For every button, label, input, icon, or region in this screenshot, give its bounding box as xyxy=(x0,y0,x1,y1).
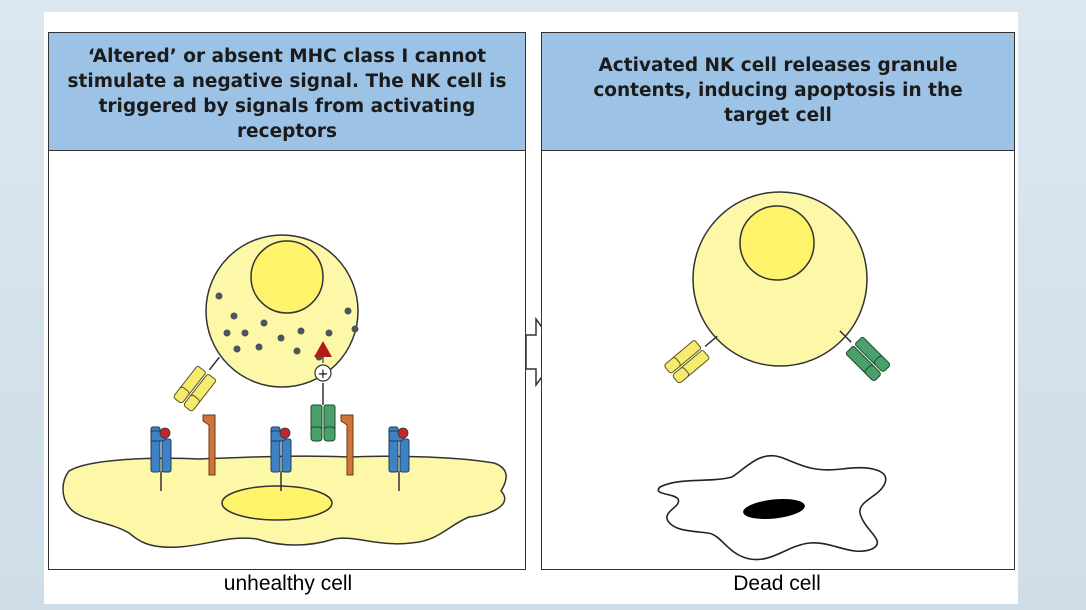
right-panel-header: Activated NK cell releases granule conte… xyxy=(542,33,1014,151)
mhc-receptor xyxy=(388,426,410,491)
left-panel-illustration: + xyxy=(62,234,507,549)
dead-cell-nucleus xyxy=(743,499,805,519)
left-panel: ‘Altered’ or absent MHC class I cannot s… xyxy=(48,32,526,570)
left-caption: unhealthy cell xyxy=(223,572,353,595)
activating-ligand xyxy=(202,414,216,476)
activating-receptor xyxy=(839,330,891,382)
slide: ‘Altered’ or absent MHC class I cannot s… xyxy=(44,12,1018,604)
activating-receptor xyxy=(310,383,336,442)
signal-arrow-head xyxy=(314,341,332,357)
nk-cell-nucleus xyxy=(739,205,815,281)
right-panel: Activated NK cell releases granule conte… xyxy=(541,32,1015,570)
right-panel-illustration xyxy=(657,191,891,561)
granules xyxy=(215,292,359,361)
left-panel-header: ‘Altered’ or absent MHC class I cannot s… xyxy=(49,33,525,151)
right-caption: Dead cell xyxy=(733,572,821,595)
plus-circle xyxy=(314,364,332,382)
inhibitory-receptor xyxy=(173,356,220,412)
target-cell-nucleus xyxy=(221,485,333,521)
plus-symbol: + xyxy=(318,367,329,382)
mhc-receptor xyxy=(150,426,172,491)
nk-cell-nucleus xyxy=(250,240,324,314)
mhc-receptor xyxy=(270,426,292,491)
inhibitory-receptor xyxy=(664,335,718,384)
activating-ligand xyxy=(340,414,354,476)
